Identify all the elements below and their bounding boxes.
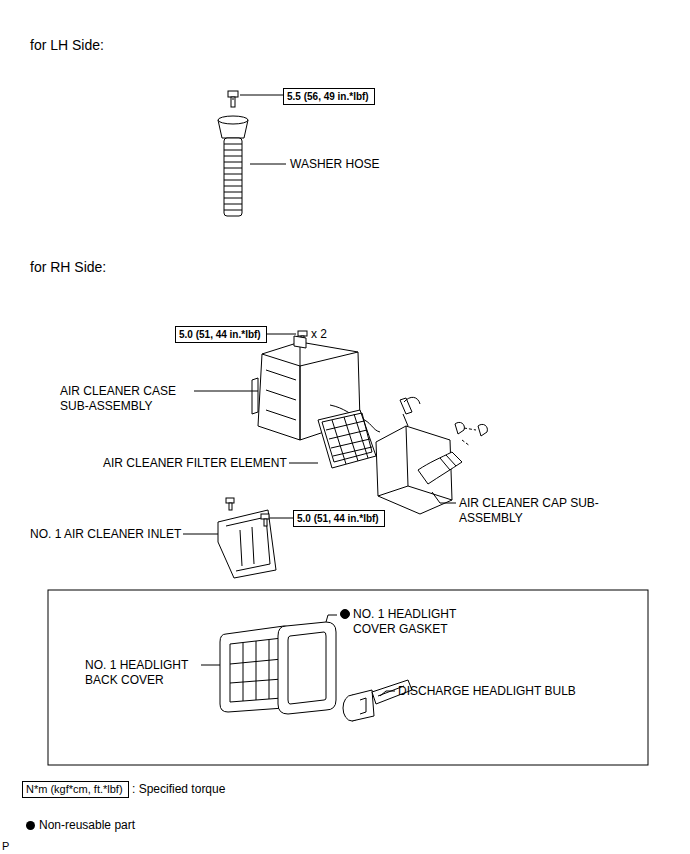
torque-text: 5.0 (51, 44 in.*lbf) — [297, 512, 381, 525]
leader-line — [289, 463, 318, 464]
legend-text: : Specified torque — [132, 782, 225, 797]
quantity-note: x 2 — [311, 327, 327, 342]
air-cleaner-inlet-drawing — [218, 498, 276, 578]
leader-line — [432, 492, 456, 503]
part-name: NO. 1 HEADLIGHT COVER GASKET — [353, 607, 481, 637]
leader-line — [183, 534, 218, 535]
part-name: DISCHARGE HEADLIGHT BULB — [398, 684, 576, 699]
torque-text: 5.5 (56, 49 in.*lbf) — [287, 90, 371, 103]
leader-line — [380, 691, 395, 696]
torque-text: N*m (kgf*cm, ft.*lbf) — [26, 783, 125, 796]
leader-line — [326, 615, 337, 622]
washer-hose-drawing — [218, 91, 248, 216]
part-name: AIR CLEANER CASE SUB-ASSEMBLY — [60, 384, 192, 414]
torque-box: 5.0 (51, 44 in.*lbf) — [175, 326, 267, 343]
part-name: NO. 1 AIR CLEANER INLET — [30, 527, 181, 542]
non-reusable-mark — [341, 610, 350, 619]
part-name: NO. 1 HEADLIGHT BACK COVER — [85, 658, 199, 688]
page-mark: P — [2, 839, 9, 853]
leader-line — [194, 391, 258, 392]
gasket-drawing — [278, 622, 336, 714]
leader-line — [201, 665, 220, 666]
unit-legend-box: N*m (kgf*cm, ft.*lbf) — [22, 781, 129, 798]
section-heading: for LH Side: — [30, 37, 104, 54]
leader-line — [250, 164, 286, 165]
legend-symbol — [26, 821, 35, 830]
parts-frame — [48, 590, 648, 765]
filter-element-drawing — [318, 410, 376, 468]
leader-line — [240, 95, 288, 96]
legend-entry: Non-reusable part — [26, 818, 135, 833]
legend-text: Non-reusable part — [39, 818, 135, 832]
torque-box: 5.0 (51, 44 in.*lbf) — [293, 510, 385, 527]
torque-box: 5.5 (56, 49 in.*lbf) — [283, 88, 375, 105]
section-heading: for RH Side: — [30, 259, 106, 276]
part-name: AIR CLEANER FILTER ELEMENT — [103, 456, 287, 471]
part-name: WASHER HOSE — [290, 157, 380, 172]
part-name: AIR CLEANER CAP SUB-ASSEMBLY — [459, 496, 599, 526]
torque-text: 5.0 (51, 44 in.*lbf) — [179, 328, 263, 341]
